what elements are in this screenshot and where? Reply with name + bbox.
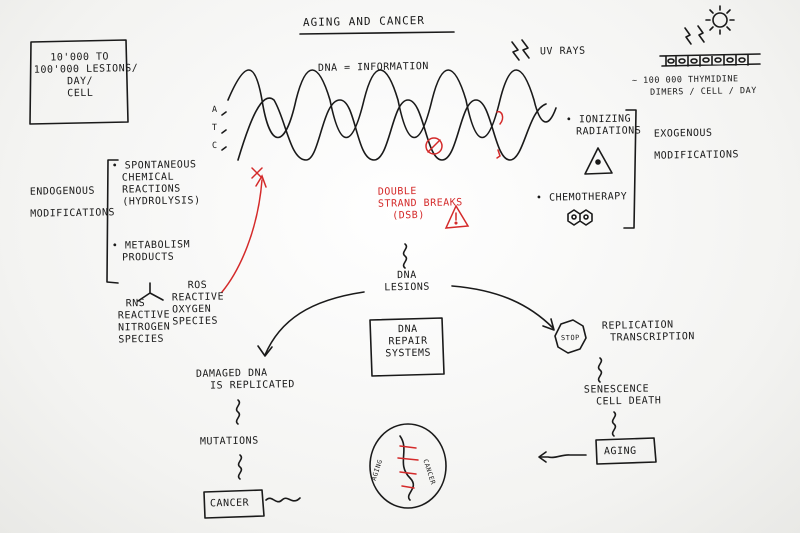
spontaneous-label: • SPONTANEOUS CHEMICAL REACTIONS (HYDROL…: [111, 159, 201, 208]
lightning-icon: [684, 25, 705, 45]
thymidine-label: ~ 100 000 THYMIDINE DIMERS / CELL / DAY: [631, 74, 757, 98]
exogenous-bracket: [623, 109, 637, 229]
arrow-to-stop: [451, 285, 554, 329]
ros-label: ROS REACTIVE OXYGEN SPECIES: [171, 279, 225, 328]
dna-lesions-label: DNA LESIONS: [384, 269, 431, 294]
uv-rays-label: UV RAYS: [539, 45, 586, 58]
replication-label: REPLICATION TRANSCRIPTION: [601, 319, 695, 344]
stop-label: STOP: [560, 333, 580, 343]
title-underline: [299, 31, 455, 35]
base-c: C: [211, 140, 218, 152]
metabolism-label: • METABOLISM PRODUCTS: [111, 239, 191, 264]
cancer-label: CANCER: [209, 497, 250, 510]
ros-arrow: [221, 179, 263, 293]
rns-label: RNS REACTIVE NITROGEN SPECIES: [117, 297, 171, 346]
cancer-box: [203, 489, 265, 519]
stop-sign: [554, 319, 587, 354]
endogenous-bracket: [106, 159, 119, 284]
cell-icon: [369, 423, 447, 509]
lesions-box: [29, 39, 129, 125]
warning-icon: [444, 204, 470, 229]
sun-icon: [712, 12, 728, 28]
repair-box: [369, 317, 445, 377]
lightning-icon: [511, 39, 530, 61]
chemotherapy-label: • CHEMOTHERAPY: [535, 191, 628, 204]
base-a: A: [211, 104, 218, 116]
aging-label: AGING: [603, 445, 637, 458]
aging-box: [595, 437, 657, 465]
dna-information-label: DNA = INFORMATION: [317, 61, 429, 74]
lesions-box-text: 10'000 TO 100'000 LESIONS/ DAY/ CELL: [33, 51, 139, 100]
damaged-dna-label: DAMAGED DNA IS REPLICATED: [195, 367, 295, 392]
cell-layer: [659, 53, 761, 67]
senescence-label: SENESCENCE CELL DEATH: [583, 383, 662, 408]
repair-box-text: DNA REPAIR SYSTEMS: [385, 323, 432, 360]
arrow-to-damaged: [264, 291, 365, 356]
page-title: AGING AND CANCER: [302, 13, 426, 30]
mutations-label: MUTATIONS: [199, 435, 259, 448]
dna-strand-2: [237, 97, 547, 161]
break-icon: [425, 137, 443, 155]
molecule-icon: [567, 209, 593, 226]
dna-strand-1: [227, 69, 557, 138]
radiation-icon: [584, 147, 613, 175]
base-t: T: [211, 122, 218, 134]
ionizing-label: • IONIZING RADIATIONS: [565, 113, 642, 138]
exogenous-label: EXOGENOUS MODIFICATIONS: [653, 127, 740, 162]
dsb-label: DOUBLE STRAND BREAKS (DSB): [377, 186, 463, 222]
endogenous-label: ENDOGENOUS MODIFICATIONS: [29, 185, 116, 220]
